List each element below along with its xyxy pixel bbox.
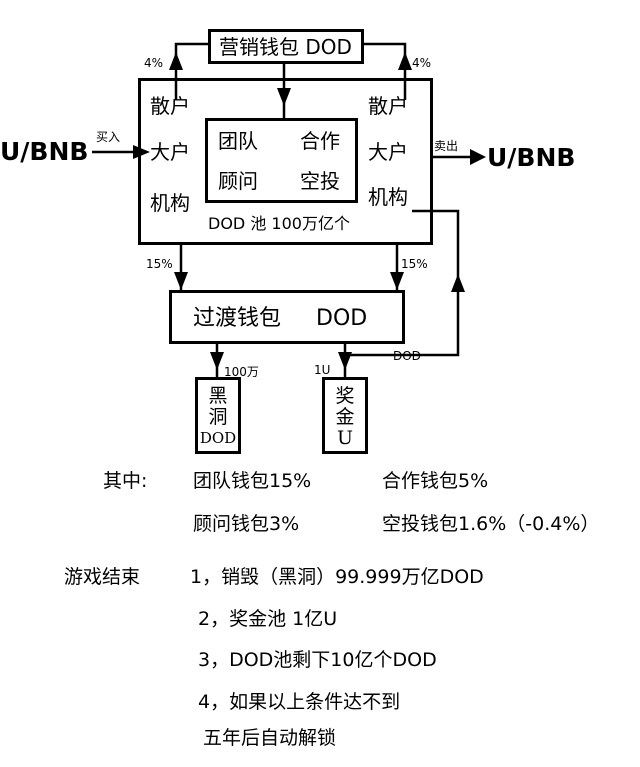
sell-target: U/BNB <box>487 143 576 172</box>
blackhole-box: 黑 洞 DOD <box>195 377 241 454</box>
arrow-down-icon <box>390 272 404 290</box>
arrow-up-icon <box>451 274 465 292</box>
right-whale: 大户 <box>368 140 408 164</box>
arrow-right-icon <box>133 145 150 159</box>
reward-char: 奖 <box>335 385 355 407</box>
blackhole-char: 黑 <box>208 385 228 407</box>
left-marketing-line <box>174 42 208 100</box>
arrow-down-icon <box>338 352 352 370</box>
airdrop-label: 空投 <box>300 169 340 193</box>
blackhole-char: 洞 <box>208 406 228 428</box>
end-label: 游戏结束 <box>64 566 141 588</box>
reward-amount: 1U <box>314 363 331 377</box>
right-marketing-line <box>363 42 407 100</box>
transition-wallet-box: 过渡钱包 DOD <box>169 290 405 344</box>
end-item: 五年后自动解锁 <box>203 727 337 749</box>
arrow-down-icon <box>277 88 291 106</box>
end-item: 1，销毁（黑洞）99.999万亿DOD <box>190 566 484 588</box>
end-item: 2，奖金池 1亿U <box>198 608 338 630</box>
left-retail: 散户 <box>150 94 190 118</box>
left-marketing-pct: 4% <box>144 56 164 70</box>
transition-token-label: DOD <box>316 306 368 331</box>
arrow-up-icon <box>398 52 412 70</box>
left-tax-pct: 15% <box>146 257 173 271</box>
arrow-down-icon <box>174 272 188 290</box>
sell-label: 卖出 <box>434 139 459 153</box>
dod-pool-box <box>138 78 433 245</box>
marketing-wallet-box: 营销钱包 DOD <box>208 29 364 64</box>
alloc-team: 团队钱包15% <box>193 470 312 492</box>
buy-label: 买入 <box>96 130 121 144</box>
transition-wallet-label: 过渡钱包 <box>193 306 282 331</box>
pool-label: DOD 池 100万亿个 <box>208 214 350 233</box>
arrow-up-icon <box>169 52 183 70</box>
team-label: 团队 <box>218 129 258 153</box>
left-whale: 大户 <box>150 140 190 164</box>
partner-label: 合作 <box>300 129 340 153</box>
alloc-advisor: 顾问钱包3% <box>193 513 300 535</box>
advisor-label: 顾问 <box>218 169 258 193</box>
end-item: 3，DOD池剩下10亿个DOD <box>198 649 437 671</box>
right-marketing-pct: 4% <box>412 56 432 70</box>
reward-char: 金 <box>335 406 355 428</box>
alloc-label: 其中: <box>103 470 148 492</box>
left-institution: 机构 <box>150 191 190 215</box>
alloc-partner: 合作钱包5% <box>382 470 489 492</box>
alloc-airdrop: 空投钱包1.6%（-0.4%） <box>382 513 600 535</box>
right-institution: 机构 <box>368 185 408 209</box>
reward-box: 奖 金 U <box>322 377 368 454</box>
loop-label: DOD <box>393 349 421 363</box>
inner-allocation-box: 团队 合作 顾问 空投 <box>205 118 358 203</box>
reward-unit: U <box>336 427 353 449</box>
burn-amount: 100万 <box>224 365 259 379</box>
end-item: 4，如果以上条件达不到 <box>198 691 401 713</box>
buy-source: U/BNB <box>0 137 89 166</box>
marketing-wallet-label: 营销钱包 DOD <box>219 35 352 59</box>
right-tax-pct: 15% <box>401 257 428 271</box>
blackhole-token: DOD <box>199 429 237 447</box>
arrow-down-icon <box>210 352 224 370</box>
arrow-right-icon <box>470 149 486 165</box>
right-retail: 散户 <box>368 94 408 118</box>
